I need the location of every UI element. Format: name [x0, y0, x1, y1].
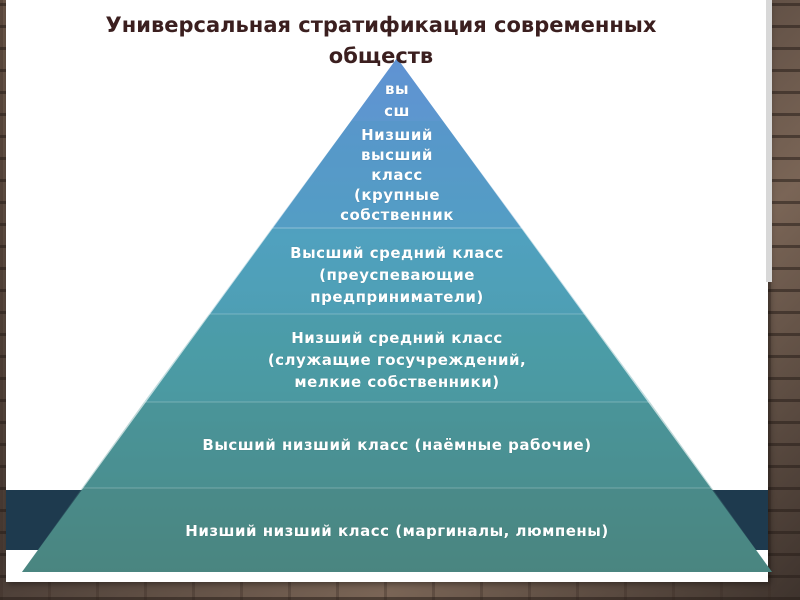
level-label-4: Высший низший класс (наёмные рабочие) [112, 434, 682, 458]
level-label-5: Низший низший класс (маргиналы, люмпены) [72, 520, 722, 544]
level-3-line-3: мелкие собственники) [294, 373, 500, 391]
level-2-line-2: (преуспевающие [319, 266, 475, 284]
slide-title: Универсальная стратификация современных … [0, 10, 762, 72]
level-label-3: Низший средний класс (служащие госучрежд… [177, 327, 617, 395]
level-band-4 [82, 402, 712, 488]
level-3-line-2: (служащие госучреждений, [267, 351, 527, 369]
level-3-line-1: Низший средний класс [291, 329, 503, 347]
level-band-top [351, 58, 443, 121]
level-label-1: Низший высший класс (крупные собственник [297, 125, 497, 226]
level-band-1 [272, 121, 522, 228]
level-top-line-2: сш [384, 102, 410, 120]
level-2-line-1: Высший средний класс [290, 244, 504, 262]
level-1-line-3: класс [371, 166, 423, 184]
level-1-line-1: Низший [361, 126, 433, 144]
level-4-line-1: Высший низший класс (наёмные рабочие) [202, 436, 592, 454]
level-band-3 [144, 314, 650, 402]
level-1-line-4: (крупные [353, 186, 441, 204]
level-label-top: вы сш [357, 78, 437, 122]
pyramid-shape [22, 58, 772, 572]
title-line-2: обществ [328, 44, 434, 68]
level-band-5 [22, 488, 772, 572]
level-1-line-5: собственник [340, 206, 454, 224]
level-1-line-2: высший [361, 146, 433, 164]
pyramid-levels [22, 58, 772, 572]
level-label-2: Высший средний класс (преуспевающие пред… [222, 242, 572, 310]
level-band-2 [209, 228, 585, 314]
level-5-line-1: Низший низший класс (маргиналы, люмпены) [185, 522, 609, 540]
level-top-line-1: вы [384, 80, 410, 98]
slide-edge [766, 0, 772, 282]
level-2-line-3: предприниматели) [310, 288, 484, 306]
title-line-1: Универсальная стратификация современных [105, 13, 657, 37]
